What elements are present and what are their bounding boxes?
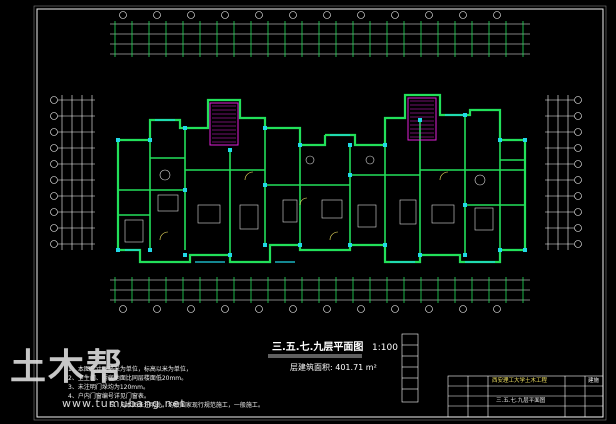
left-dimensions [61,95,93,250]
bottom-dimensions [110,279,530,301]
watermark-url: www.tumubang.net [62,397,186,410]
note-5: 5、凡本图未注明处，均按国家现行规范施工，一般施工。 [110,402,264,409]
note-3: 3、未注明门垛均为120mm。 [68,384,149,391]
drawing-scale: 1:100 [372,343,398,353]
doors [159,171,449,241]
note-2: 2、卫生间、厨房地面比同层楼面低20mm。 [68,375,188,382]
note-1: 1、本图尺寸以毫米为单位，标高以米为单位， [68,366,192,373]
title-block-school: 西安理工大学土木工程 [492,378,548,384]
stair-cores [209,97,437,146]
right-axis-bubbles [545,96,582,248]
columns [116,113,527,257]
title-block-drawing-name: 三.五.七.九层平面图 [496,398,546,404]
watermark-logo: 土木帮 [10,346,125,388]
drawing-title: 三.五.七.九层平面图 [272,342,364,353]
windows [125,114,495,263]
internal-walls [118,115,525,255]
left-axis-bubbles [50,96,95,248]
title-block [447,375,604,418]
bottom-dimension-ticks [114,277,524,303]
floor-area: 层建筑面积: 401.71 m² [290,364,377,372]
right-dimensions [547,95,569,250]
top-dimensions [110,23,530,55]
legend-box [401,333,419,403]
title-block-sheet: 建施 [588,378,600,384]
title-underline [268,354,362,358]
top-dimension-ticks [114,21,524,57]
drawing-frame [36,8,604,418]
top-axis-bubbles [119,11,501,19]
floor-area-label: 层建筑面积: [290,363,333,372]
building-walls [116,93,527,264]
bottom-axis-bubbles [119,305,501,313]
drawing-border [33,5,607,421]
floor-area-value: 401.71 m² [335,363,377,372]
note-4: 4、户内门窗编号详见门窗表。 [68,393,150,400]
furniture [124,155,494,243]
